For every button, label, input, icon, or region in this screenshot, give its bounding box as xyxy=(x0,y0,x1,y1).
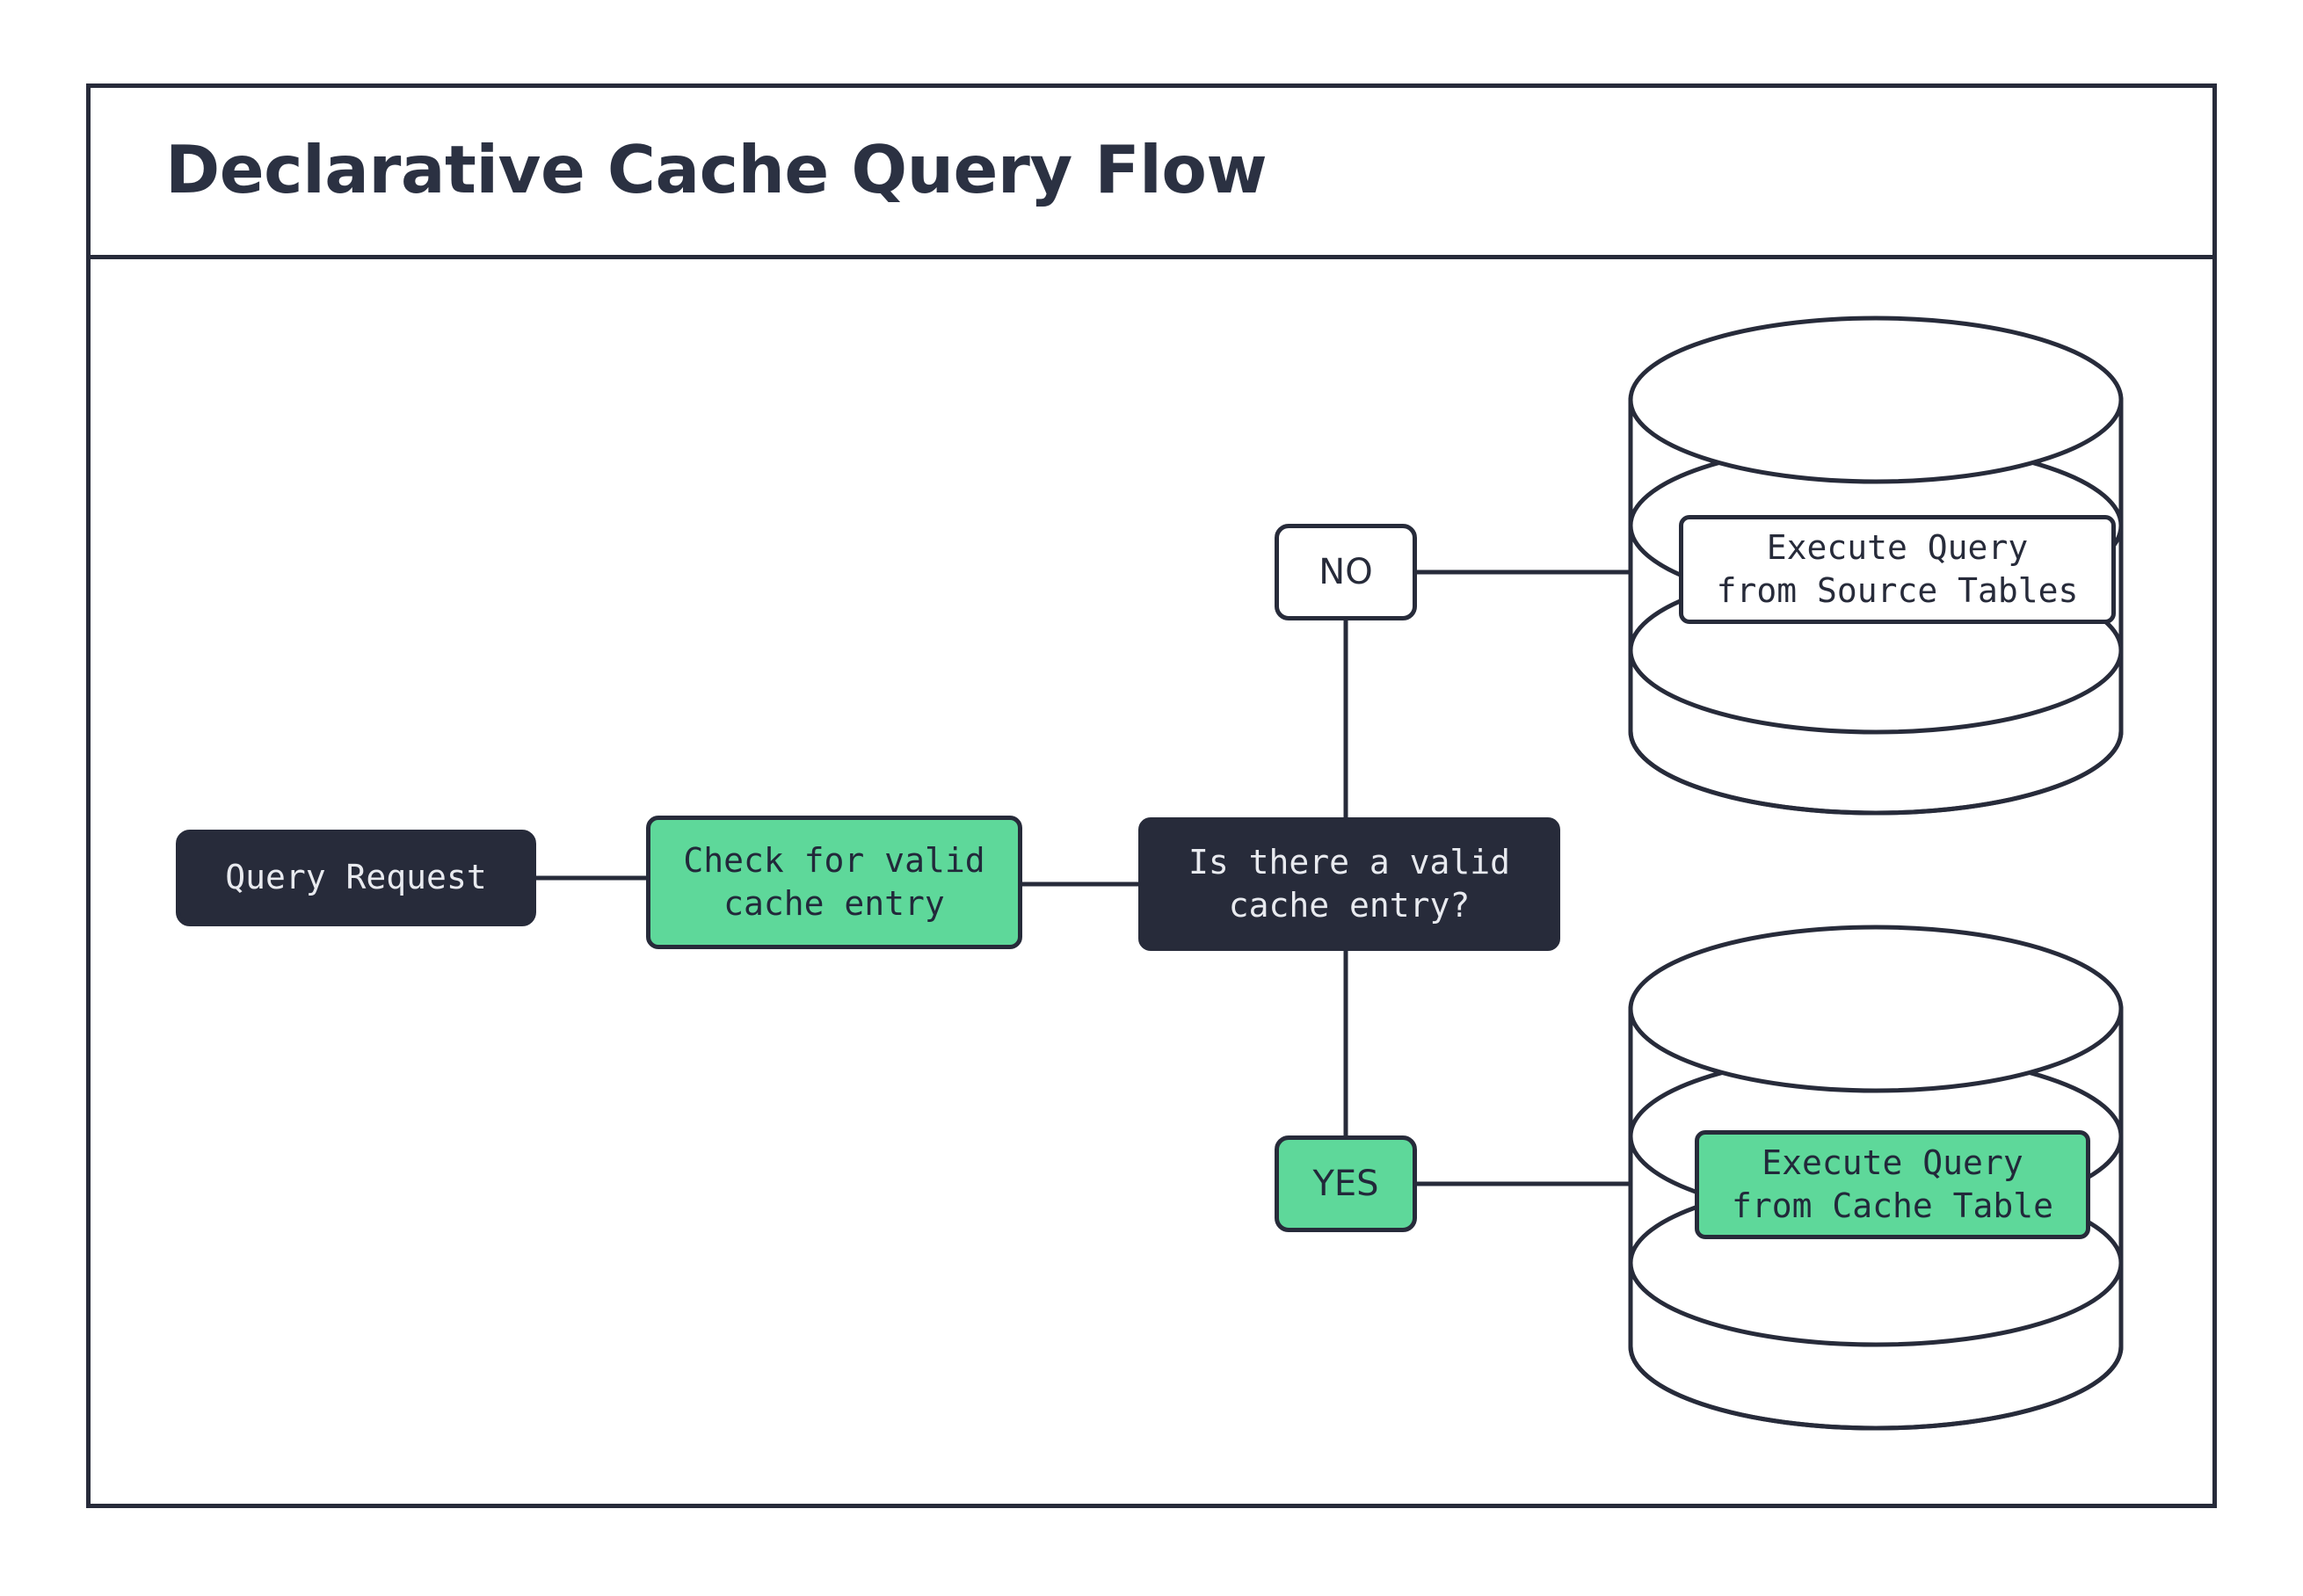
node-query-request[interactable]: Query Request xyxy=(176,830,536,926)
node-execute-query-from-source-tables[interactable]: Execute Query from Source Tables xyxy=(1679,515,2116,624)
node-decision-valid-cache-entry[interactable]: Is there a valid cache entry? xyxy=(1138,817,1560,951)
branch-label-no[interactable]: NO xyxy=(1275,524,1417,620)
diagram-frame xyxy=(86,83,2217,1508)
branch-label-yes[interactable]: YES xyxy=(1275,1135,1417,1232)
node-execute-query-from-cache-table[interactable]: Execute Query from Cache Table xyxy=(1695,1130,2090,1239)
diagram-header: Declarative Cache Query Flow xyxy=(86,83,2217,259)
node-check-for-valid-cache-entry[interactable]: Check for valid cache entry xyxy=(646,816,1022,949)
page-title: Declarative Cache Query Flow xyxy=(165,130,1268,208)
